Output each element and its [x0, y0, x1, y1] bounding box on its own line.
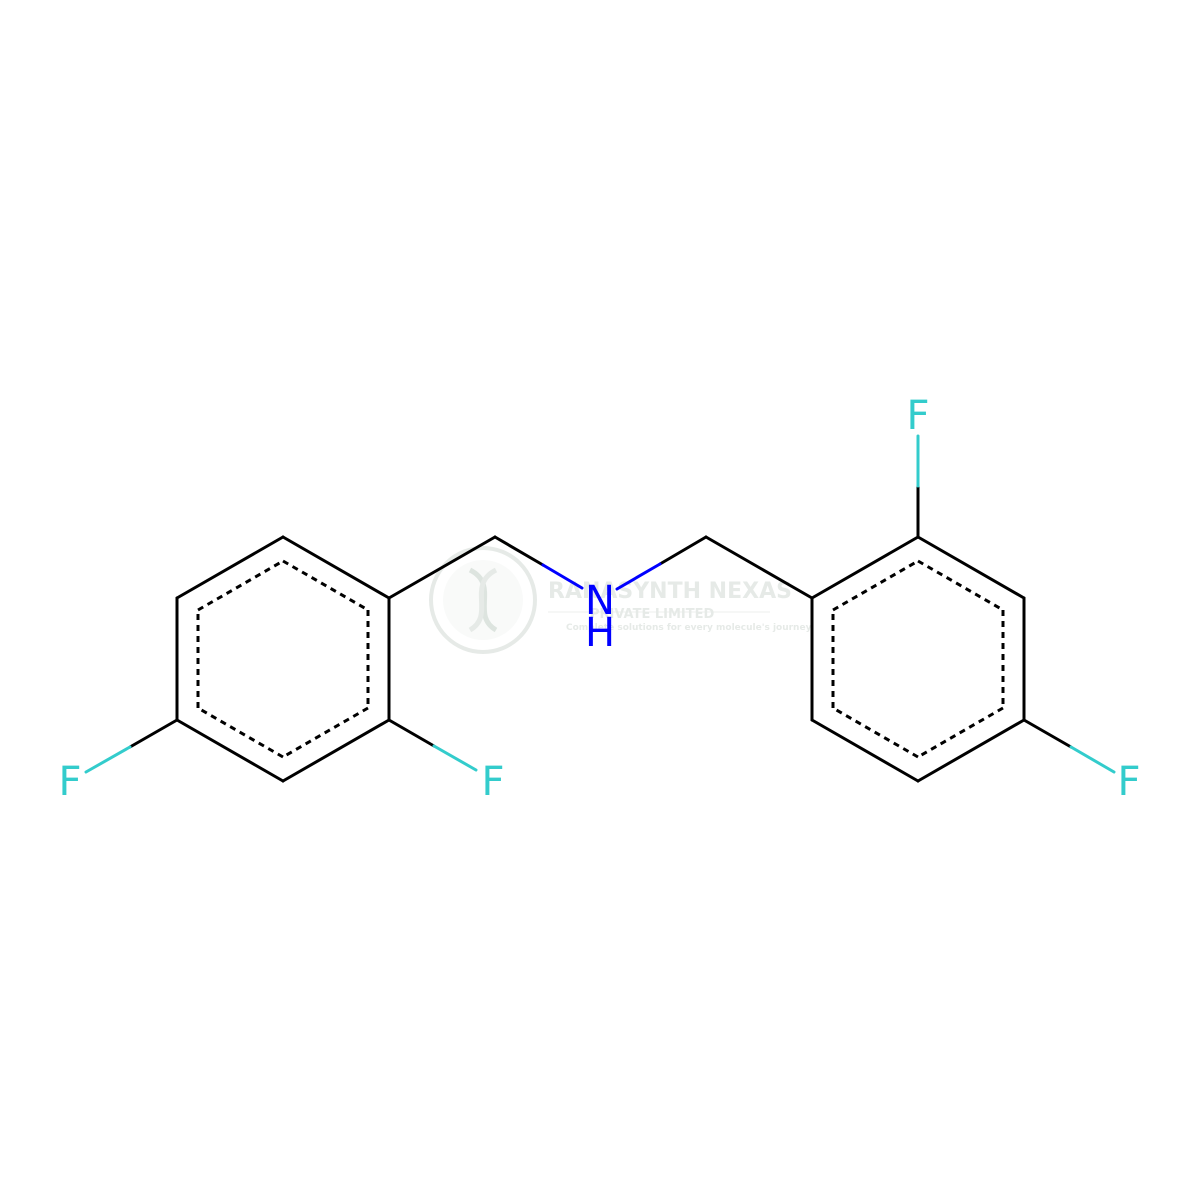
fluorine-label-right: F: [1117, 759, 1140, 805]
bond: [281, 718, 391, 783]
bond: [493, 535, 545, 567]
bond: [658, 535, 708, 566]
bond: [387, 718, 436, 748]
bond: [281, 535, 391, 600]
hydrogen-label: H: [585, 610, 615, 656]
bond: [916, 718, 1026, 783]
watermark-logo-icon: [429, 546, 537, 654]
bond: [128, 718, 179, 749]
watermark: RANASYNTH NEXAS PRIVATE LIMITED Complete…: [429, 546, 812, 654]
bond: [175, 718, 285, 783]
bond: [916, 535, 1026, 600]
fluorine-label-ortho-right: F: [906, 393, 929, 439]
colored-bonds: [84, 434, 1116, 774]
aromatic-bonds: [196, 559, 1005, 759]
nitrogen-label: N: [585, 578, 615, 624]
bond: [810, 718, 920, 783]
watermark-line1: RANASYNTH NEXAS: [548, 579, 792, 604]
bond: [387, 535, 497, 600]
fluorine-label-ortho-left: F: [481, 759, 504, 805]
bond: [1022, 718, 1073, 749]
bond: [704, 535, 814, 600]
fluorine-label-left: F: [58, 759, 81, 805]
bond: [175, 535, 285, 600]
atom-labels: N H F F F F: [58, 393, 1140, 805]
watermark-tagline: Complete solutions for every molecule's …: [566, 623, 812, 633]
bond: [810, 535, 920, 600]
watermark-line2: PRIVATE LIMITED: [590, 607, 715, 622]
bonds: [128, 484, 1073, 783]
